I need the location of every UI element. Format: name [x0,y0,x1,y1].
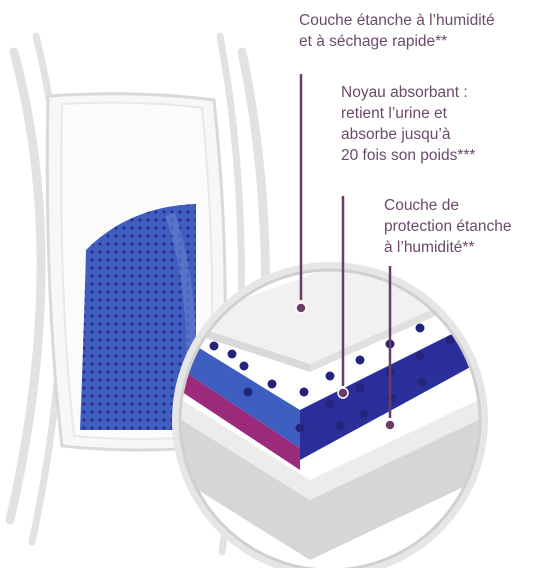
label-line: Couche étanche à l’humidité [299,10,495,31]
label-line: absorbe jusqu’à [341,124,475,145]
label-protective-moisture-proof-layer: Couche de protection étanche à l’humidit… [384,195,512,258]
label-moisture-proof-quick-dry-layer: Couche étanche à l’humidité et à séchage… [299,10,495,52]
label-absorbent-core: Noyau absorbant : retient l’urine et abs… [341,82,475,166]
label-line: retient l’urine et [341,103,475,124]
label-line: 20 fois son poids*** [341,145,475,166]
label-line: à l’humidité** [384,237,512,258]
label-line: Noyau absorbant : [341,82,475,103]
label-line: et à séchage rapide** [299,31,495,52]
label-line: protection étanche [384,216,512,237]
label-line: Couche de [384,195,512,216]
